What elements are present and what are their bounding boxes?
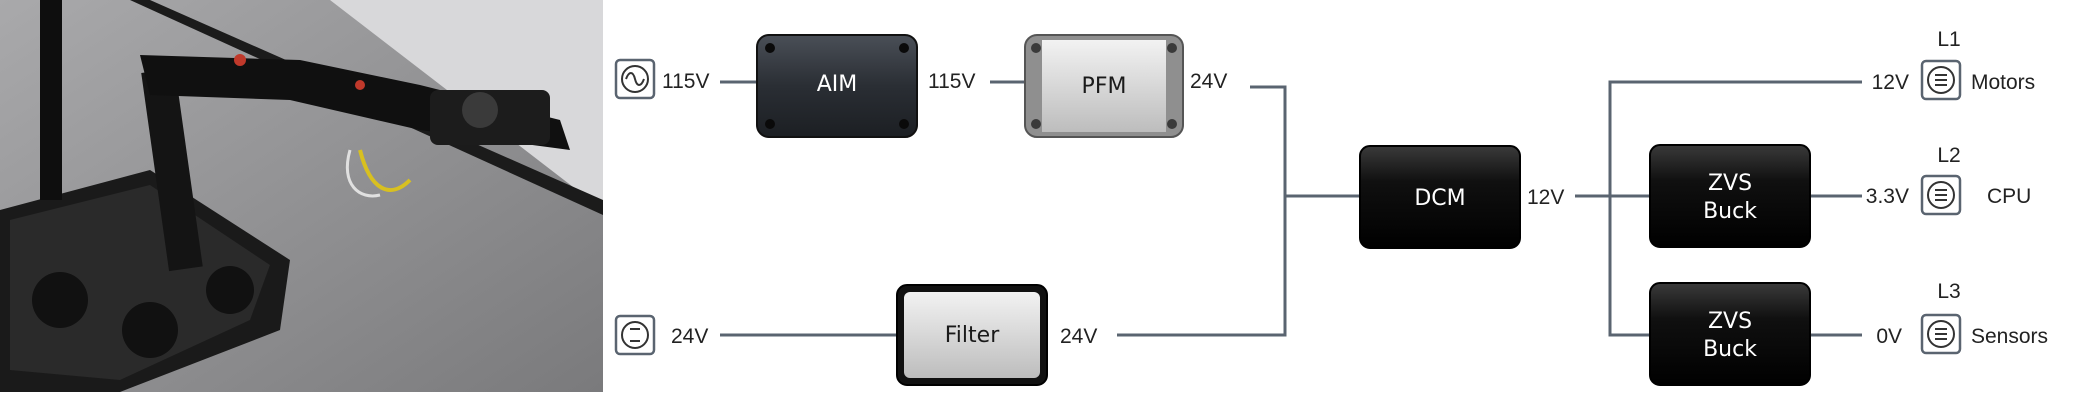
aim-block: AIM <box>756 34 918 138</box>
pfm-label: PFM <box>1082 74 1127 99</box>
load-L2: L2 3.3V CPU <box>1866 144 2031 216</box>
zvs-buck-2-line1: ZVS <box>1708 309 1752 334</box>
filter-out-voltage: 24V <box>1060 325 1097 348</box>
load-name: Sensors <box>1971 325 2048 348</box>
ac-input-voltage: 115V <box>662 70 710 93</box>
dcm-out-voltage: 12V <box>1527 186 1564 209</box>
aim-label: AIM <box>817 72 858 97</box>
dcm-label: DCM <box>1414 186 1465 211</box>
aim-out-voltage: 115V <box>928 70 976 93</box>
load-name: Motors <box>1971 71 2035 94</box>
load-voltage: 0V <box>1876 325 1902 348</box>
load-voltage: 3.3V <box>1866 185 1909 208</box>
load-name: CPU <box>1987 185 2031 208</box>
dcm-block: DCM <box>1359 145 1521 249</box>
zvs-buck-1: ZVS Buck <box>1649 144 1811 248</box>
load-id: L3 <box>1937 280 1960 303</box>
load-L1: L1 12V Motors <box>1872 28 2035 101</box>
load-voltage: 12V <box>1872 71 1909 94</box>
zvs-buck-1-line1: ZVS <box>1708 171 1752 196</box>
filter-block: Filter <box>896 284 1048 386</box>
zvs-buck-1-line2: Buck <box>1703 199 1757 224</box>
robot-photo <box>0 0 603 392</box>
dc-input-voltage: 24V <box>671 325 708 348</box>
filter-label: Filter <box>945 323 1000 348</box>
ac-input: 115V <box>614 58 710 100</box>
dc-input: 24V <box>614 314 708 356</box>
load-L3: L3 0V Sensors <box>1876 280 2048 355</box>
pfm-out-voltage: 24V <box>1190 70 1227 93</box>
load-id: L2 <box>1937 144 1960 167</box>
zvs-buck-2: ZVS Buck <box>1649 282 1811 386</box>
load-id: L1 <box>1937 28 1960 51</box>
pfm-block: PFM <box>1024 34 1184 138</box>
wires <box>720 80 1862 337</box>
zvs-buck-2-line2: Buck <box>1703 337 1757 362</box>
